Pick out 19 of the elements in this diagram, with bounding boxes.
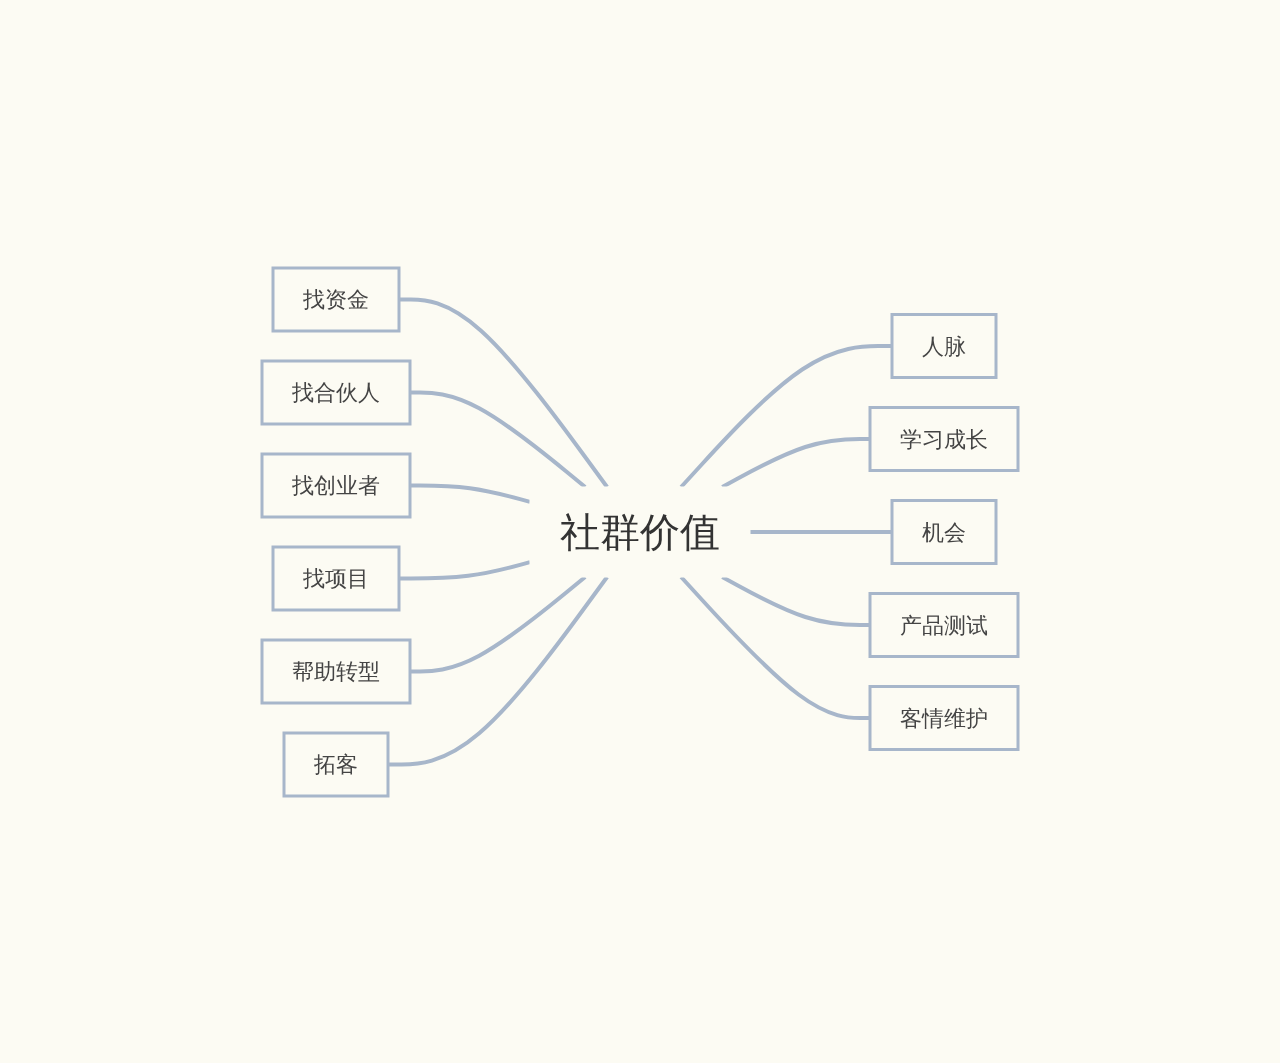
node-box: 产品测试: [868, 591, 1020, 658]
node-box: 找合伙人: [260, 359, 412, 425]
node-box: 人脉: [890, 312, 998, 379]
connector: [679, 575, 870, 720]
node-box: 帮助转型: [260, 638, 412, 704]
connector: [679, 343, 892, 488]
connector: [388, 575, 609, 766]
node-box: 学习成长: [868, 405, 1020, 472]
connector: [750, 529, 892, 534]
connector: [410, 483, 531, 504]
node-box: 拓客: [282, 731, 390, 797]
node-box: 找资金: [271, 266, 401, 332]
node-box: 找项目: [271, 545, 401, 611]
node-box: 机会: [890, 498, 998, 565]
connector: [399, 297, 609, 488]
node-box: 找创业者: [260, 452, 412, 518]
node-text: 社群价值: [560, 508, 720, 555]
connector: [399, 559, 531, 580]
node-box: 客情维护: [868, 684, 1020, 751]
